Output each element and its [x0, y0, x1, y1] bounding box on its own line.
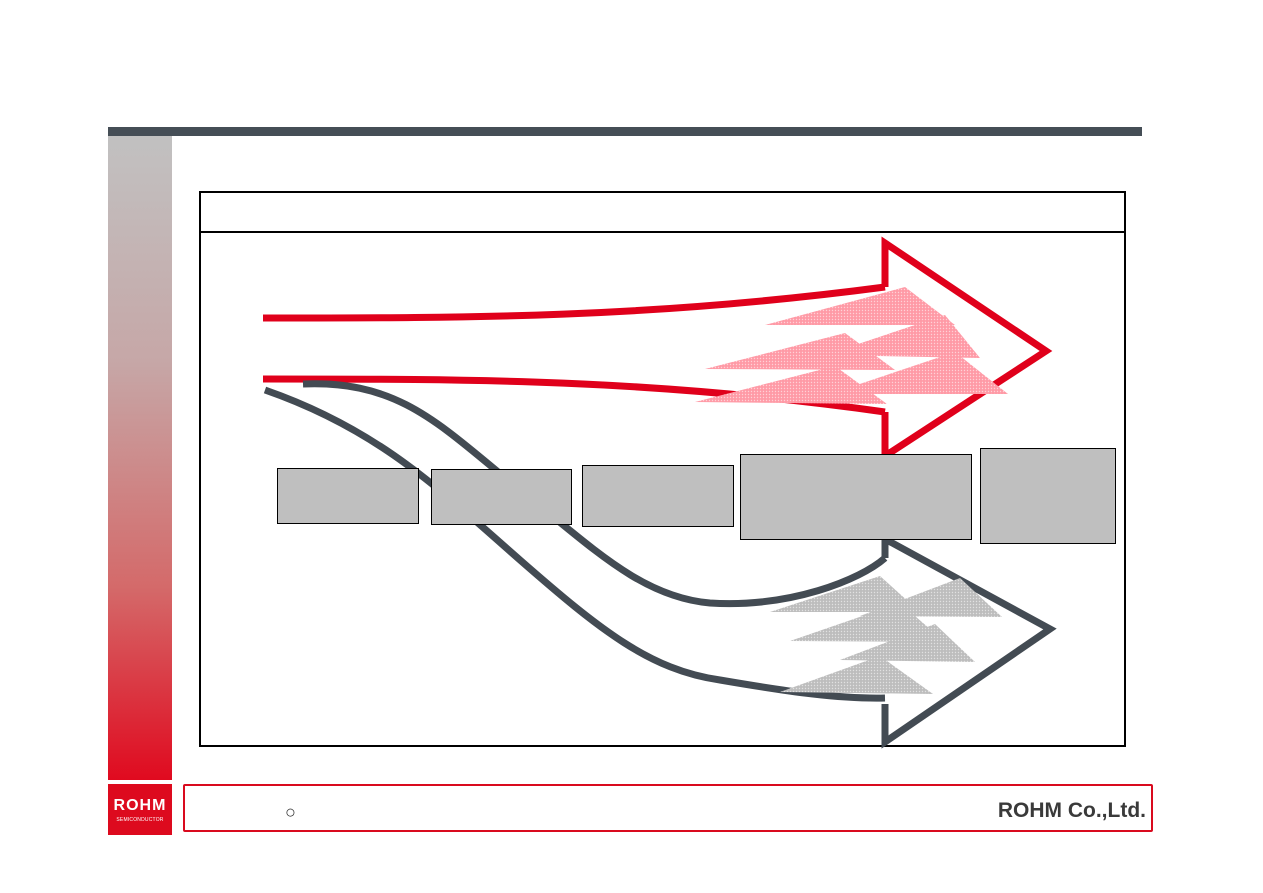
- stage-box-1: [277, 468, 419, 524]
- stage-box-2: [431, 469, 572, 525]
- footer-circle-mark: ○: [285, 802, 296, 822]
- upper-arrow-highlights: [695, 287, 1008, 404]
- side-gradient-strip: [108, 136, 172, 780]
- header-bar: [108, 127, 1142, 136]
- lower-arrow: [263, 380, 1057, 749]
- footer-bar: ○ ROHM Co.,Ltd.: [183, 784, 1153, 832]
- logo-tagline: SEMICONDUCTOR: [116, 817, 164, 823]
- frame-title-rule: [201, 231, 1124, 233]
- logo-name: ROHM: [113, 797, 167, 814]
- diagram-frame: [199, 191, 1126, 747]
- lower-arrow-highlights: [770, 576, 1002, 694]
- stage-box-4: [740, 454, 972, 540]
- stage-box-5: [980, 448, 1116, 544]
- stage-box-3: [582, 465, 734, 527]
- footer-company-name: ROHM Co.,Ltd.: [997, 799, 1146, 822]
- rohm-logo: ROHM SEMICONDUCTOR: [108, 784, 172, 835]
